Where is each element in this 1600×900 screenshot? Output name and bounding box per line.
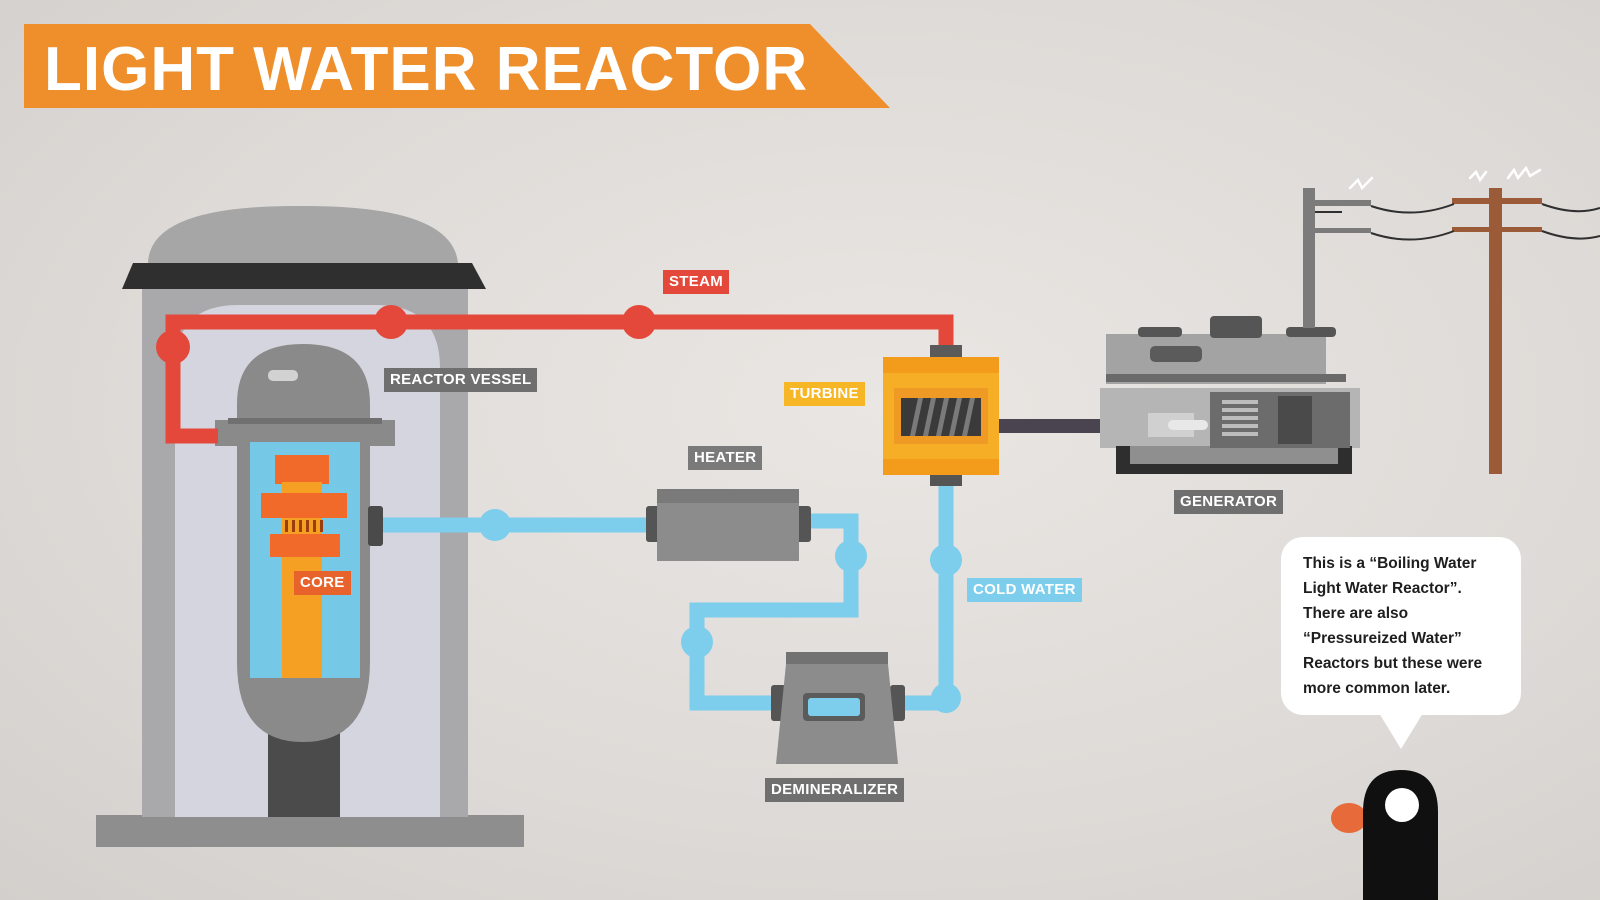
label-reactor-vessel: REACTOR VESSEL bbox=[384, 368, 538, 392]
generator-icon bbox=[1100, 316, 1360, 474]
label-generator: GENERATOR bbox=[1174, 490, 1284, 514]
speech-line: There are also bbox=[1303, 605, 1409, 622]
power-pole-icon bbox=[1303, 165, 1600, 474]
steam-pipe-joints bbox=[156, 305, 656, 364]
page-title: LIGHT WATER REACTOR bbox=[44, 35, 809, 104]
reactor-building-icon bbox=[96, 205, 524, 847]
heater-icon bbox=[646, 489, 811, 561]
penguin-icon bbox=[1331, 770, 1438, 900]
label-demineralizer: DEMINERALIZER bbox=[765, 778, 905, 802]
title-banner bbox=[24, 24, 890, 108]
speech-line: Light Water Reactor”. bbox=[1303, 580, 1462, 597]
speech-line: “Pressureized Water” bbox=[1303, 630, 1462, 647]
speech-line: This is a “Boiling Water bbox=[1303, 555, 1477, 572]
label-cold-water: COLD WATER bbox=[967, 578, 1082, 602]
speech-bubble: This is a “Boiling Water Light Water Rea… bbox=[1281, 537, 1521, 749]
speech-line: Reactors but these were bbox=[1303, 655, 1483, 672]
steam-pipe bbox=[165, 314, 954, 444]
label-steam: STEAM bbox=[663, 270, 729, 294]
label-core: CORE bbox=[294, 571, 351, 595]
demineralizer-icon bbox=[771, 652, 905, 764]
label-heater: HEATER bbox=[688, 446, 763, 470]
drive-shaft bbox=[996, 419, 1108, 433]
water-pipe-joints bbox=[479, 509, 962, 713]
speech-line: more common later. bbox=[1303, 680, 1451, 697]
turbine-icon bbox=[883, 345, 999, 486]
label-turbine: TURBINE bbox=[784, 382, 865, 406]
